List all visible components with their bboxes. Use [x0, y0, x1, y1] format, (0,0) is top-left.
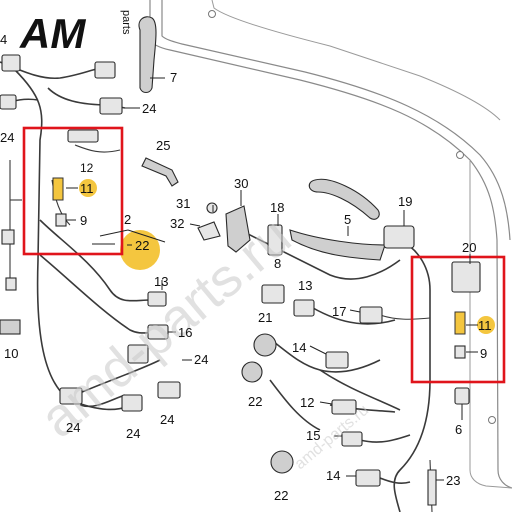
bracket-32 [197, 221, 221, 241]
callout-24-top: 24 [142, 101, 156, 116]
callout-22-mid: 22 [248, 394, 262, 409]
connector-b [0, 94, 17, 110]
lock-20 [451, 261, 481, 293]
callout-11a-badge [79, 179, 97, 197]
callout-11b-badge [477, 316, 495, 334]
callout-14-lower: 14 [326, 468, 340, 483]
callout-9-right: 9 [480, 346, 487, 361]
connector-24e [157, 381, 181, 399]
callout-2: 2 [124, 212, 131, 227]
connector-24a [99, 97, 123, 115]
connector-a [94, 61, 116, 79]
callout-32: 32 [170, 216, 184, 231]
callout-8: 8 [274, 256, 281, 271]
callout-19: 19 [398, 194, 412, 209]
callout-9-left: 9 [80, 213, 87, 228]
callout-13-right: 13 [298, 278, 312, 293]
callout-18: 18 [270, 200, 284, 215]
callout-7: 7 [170, 70, 177, 85]
callout-5: 5 [344, 212, 351, 227]
motor-22c [270, 450, 294, 474]
callout-13-left: 13 [154, 274, 168, 289]
callout-12-left: 12 [80, 161, 94, 175]
callout-6: 6 [455, 422, 462, 437]
callout-10: 10 [4, 346, 18, 361]
callout-31: 31 [176, 196, 190, 211]
bolt-31 [206, 202, 218, 214]
callout-24-left: 24 [0, 130, 14, 145]
callout-20: 20 [462, 240, 476, 255]
switch-left-b [5, 277, 17, 291]
logo-text: AM [19, 10, 86, 57]
brand-logo: AM parts [19, 10, 132, 57]
part-shapes [0, 16, 481, 506]
callout-labels: 4 7 24 24 12 11 9 25 2 22 31 32 30 18 5 … [0, 32, 492, 503]
connector-13b [293, 299, 315, 317]
trim-strip [308, 178, 380, 220]
connector-24b [127, 344, 149, 364]
callout-11-left: 11 [80, 181, 94, 196]
clip-11b [454, 311, 466, 335]
callout-21: 21 [258, 310, 272, 325]
callout-16: 16 [178, 325, 192, 340]
connector-24c [59, 387, 83, 405]
bracket-30 [225, 205, 251, 253]
connector-8 [261, 284, 285, 304]
callout-12-right: 12 [300, 395, 314, 410]
bracket-12a [67, 129, 99, 143]
connector-13a [147, 291, 167, 307]
left-wiring-harness [0, 61, 161, 411]
logo-subtext: parts [120, 10, 132, 35]
motor-21 [253, 333, 277, 357]
door-frame-outline [149, 0, 512, 489]
callout-22-left: 22 [135, 238, 149, 253]
clip-9b [454, 345, 466, 359]
rod-23 [427, 469, 437, 506]
clip-9a [55, 213, 67, 227]
connector-24d [121, 394, 143, 412]
motor-22b [241, 361, 263, 383]
callout-23: 23 [446, 473, 460, 488]
bracket-10 [0, 319, 21, 335]
callout-11-right: 11 [478, 318, 492, 333]
callout-22-bottom: 22 [274, 488, 288, 503]
callout-24-right: 24 [160, 412, 174, 427]
callout-25: 25 [156, 138, 170, 153]
connector-15 [341, 431, 363, 447]
callout-30: 30 [234, 176, 248, 191]
highlight-box-left [22, 126, 124, 256]
callout-17: 17 [332, 304, 346, 319]
callout-4: 4 [0, 32, 7, 47]
highlight-box-right [410, 255, 506, 384]
callout-15: 15 [306, 428, 320, 443]
callout-22-badge [120, 230, 160, 270]
switch-19 [383, 225, 415, 249]
callout-24-bottom-a: 24 [66, 420, 80, 435]
release-handle-7 [138, 16, 157, 94]
connector-14b [355, 469, 381, 487]
callout-24-mid: 24 [194, 352, 208, 367]
clip-11a [52, 177, 64, 201]
connector-18 [267, 224, 283, 256]
leader-lines [66, 77, 478, 481]
hose-25 [141, 157, 179, 187]
connector-17 [359, 306, 383, 324]
switch-left-a [1, 229, 15, 245]
connector-14a [325, 351, 349, 369]
callout-14-upper: 14 [292, 340, 306, 355]
connector-4 [1, 54, 21, 72]
handle-bar-5 [289, 229, 386, 261]
callout-24-bottom-b: 24 [126, 426, 140, 441]
connector-12b [331, 399, 357, 415]
clip-6 [454, 387, 470, 405]
